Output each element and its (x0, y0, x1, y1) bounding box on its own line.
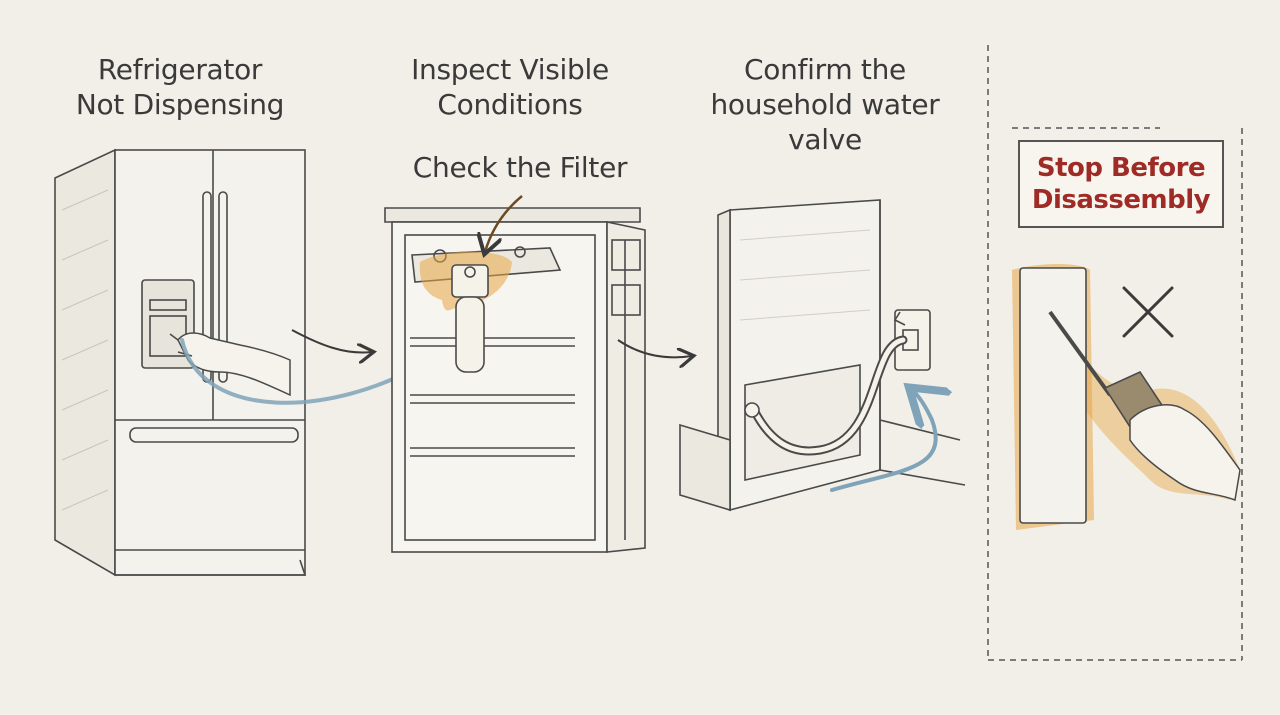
step-2-line-2: Conditions (437, 88, 583, 121)
step-1-title: Refrigerator Not Dispensing (40, 52, 320, 122)
hand-icon-warning (1129, 404, 1241, 502)
warning-line-2: Disassembly (1031, 185, 1211, 215)
step-1-line-1: Refrigerator (97, 53, 263, 86)
water-flow-arrow-3 (830, 390, 936, 492)
filter-callout-arrow (485, 195, 523, 252)
step-3-title: Confirm the household water valve (690, 52, 960, 157)
step-3-line-2: household water (710, 88, 940, 121)
wall-water-valve-icon (744, 309, 931, 456)
step-2-title: Inspect Visible Conditions (370, 52, 650, 122)
step-2-line-1: Inspect Visible (411, 53, 609, 86)
warning-line-1: Stop Before (1036, 153, 1206, 183)
water-flow-arrow-1 (180, 338, 432, 405)
step-arrow-2 (617, 339, 692, 357)
step-arrow-1 (291, 329, 372, 353)
appliance-panel-icon (1019, 267, 1087, 524)
water-filter-icon (451, 264, 489, 373)
x-mark-icon (1122, 286, 1174, 338)
stop-before-disassembly-sign: Stop Before Disassembly (1018, 140, 1224, 228)
filter-callout-label: Check the Filter (412, 151, 628, 184)
warning-panel-frame (987, 45, 1243, 661)
step-1-line-2: Not Dispensing (75, 88, 285, 121)
step-3-line-1: Confirm the (744, 53, 906, 86)
step-3-line-3: valve (788, 123, 862, 156)
open-refrigerator-icon (384, 207, 646, 553)
